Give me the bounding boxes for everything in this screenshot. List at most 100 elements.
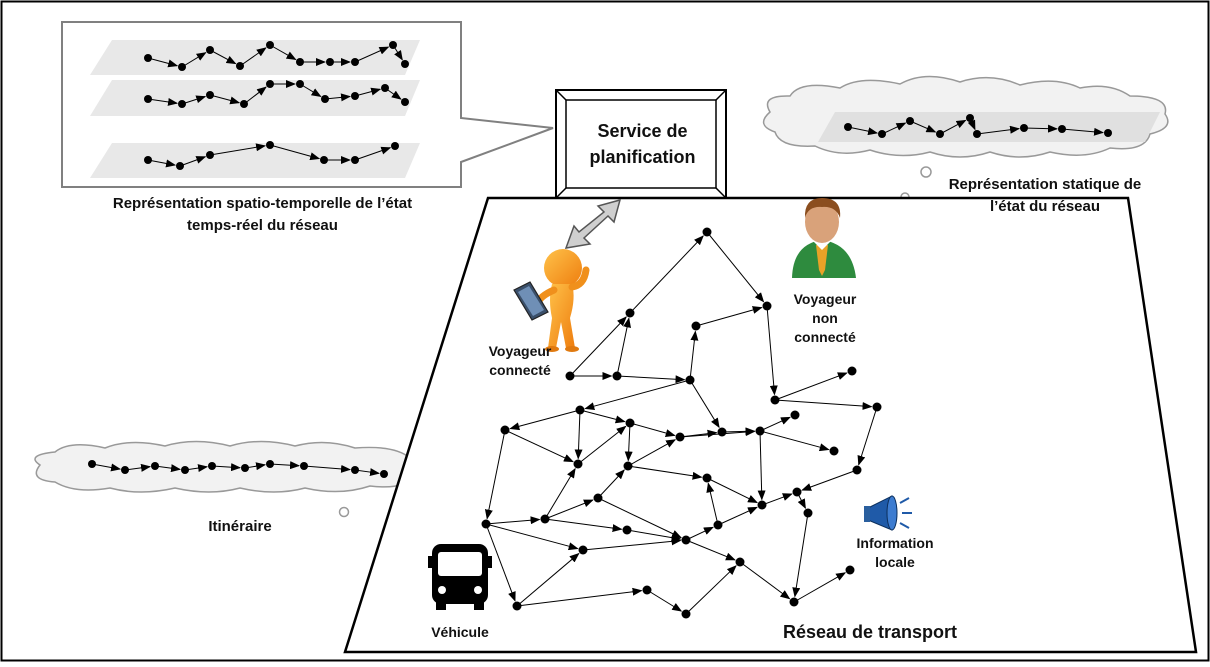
graph-edge: [181, 52, 207, 68]
unconnected-traveler-label-line3: connecté: [794, 329, 856, 345]
graph-node: [642, 585, 652, 595]
graph-node: [241, 464, 249, 472]
graph-node: [144, 95, 152, 103]
graph-node: [206, 91, 214, 99]
graph-node: [391, 142, 399, 150]
graph-edge: [91, 463, 122, 472]
graph-node: [240, 100, 248, 108]
spatio-temporal-callout: [61, 21, 554, 188]
graph-edge: [857, 406, 878, 466]
graph-node: [481, 519, 491, 529]
graph-edge: [147, 57, 179, 68]
graph-node: [573, 459, 583, 469]
graph-node: [266, 141, 274, 149]
graph-edge: [1023, 124, 1059, 133]
graph-edge: [761, 493, 793, 506]
graph-node: [829, 446, 839, 456]
static-cloud: [762, 75, 1169, 219]
graph-edge: [579, 409, 626, 424]
graph-edge: [847, 126, 879, 136]
graph-node: [178, 63, 186, 71]
graph-node: [675, 432, 685, 442]
graph-edge: [774, 372, 848, 401]
graph-edge: [299, 83, 322, 97]
graph-node: [770, 395, 780, 405]
graph-node: [1058, 125, 1066, 133]
graph-edge: [269, 144, 321, 161]
graph-edge: [1061, 127, 1105, 136]
graph-edge: [509, 409, 581, 431]
graph-edge: [689, 330, 699, 381]
graph-node: [622, 525, 632, 535]
graph-edge: [485, 523, 579, 551]
itinerary-graph: [88, 460, 388, 478]
graph-edge: [211, 463, 242, 472]
graph-edge: [627, 465, 703, 480]
itinerary-cloud: [34, 440, 424, 543]
graph-node: [176, 162, 184, 170]
service-label: Service de planification: [589, 121, 696, 167]
graph-node: [88, 460, 96, 468]
graph-node: [612, 371, 622, 381]
graph-node: [320, 156, 328, 164]
graph-node: [845, 565, 855, 575]
graph-edge: [793, 572, 847, 603]
graph-edge: [629, 235, 704, 314]
graph-edge: [504, 429, 574, 463]
graph-edge: [516, 587, 643, 607]
graph-edge: [516, 552, 580, 607]
graph-node: [713, 520, 723, 530]
graph-node: [300, 462, 308, 470]
graph-edge: [706, 231, 765, 303]
graph-edge: [616, 317, 631, 377]
graph-edge: [909, 120, 937, 133]
graph-edge: [757, 430, 766, 501]
graph-node: [575, 405, 585, 415]
graph-edge: [759, 430, 830, 452]
graph-node: [321, 95, 329, 103]
thought-bubble: [338, 506, 350, 518]
graph-edge: [485, 523, 516, 602]
graph-edge: [689, 379, 720, 429]
thought-bubble: [920, 166, 932, 178]
graph-edge: [484, 429, 506, 520]
graph-node: [625, 418, 635, 428]
layer-3: [90, 143, 420, 178]
graph-edge: [354, 87, 382, 97]
graph-node: [178, 100, 186, 108]
static-layer: [818, 112, 1160, 142]
graph-edge: [154, 464, 182, 473]
graph-node: [236, 62, 244, 70]
graph-edge: [706, 482, 719, 526]
graph-edge: [939, 119, 967, 135]
graph-node: [717, 427, 727, 437]
layers-graph: [144, 41, 409, 170]
connected-traveler-label-line2: connecté: [489, 362, 551, 378]
graph-node: [144, 54, 152, 62]
double-arrow-icon: [564, 198, 622, 249]
graph-node: [351, 156, 359, 164]
graph-node: [381, 84, 389, 92]
graph-node: [266, 41, 274, 49]
graph-node: [565, 371, 575, 381]
graph-node: [512, 601, 522, 611]
graph-node: [681, 609, 691, 619]
graph-edge: [179, 156, 207, 167]
graph-node: [681, 535, 691, 545]
graph-edge: [181, 95, 207, 105]
graph-edge: [209, 94, 241, 105]
graph-edge: [147, 98, 179, 106]
graph-node: [685, 375, 695, 385]
graph-edge: [209, 143, 267, 156]
graph-node: [266, 460, 274, 468]
graph-node: [625, 308, 635, 318]
static-graph: [844, 114, 1112, 138]
graph-node: [206, 46, 214, 54]
graph-node: [691, 321, 701, 331]
graph-node: [623, 461, 633, 471]
graph-node: [351, 58, 359, 66]
vehicle-label: Véhicule: [431, 624, 489, 640]
graph-edge: [574, 409, 583, 460]
graph-node: [351, 92, 359, 100]
